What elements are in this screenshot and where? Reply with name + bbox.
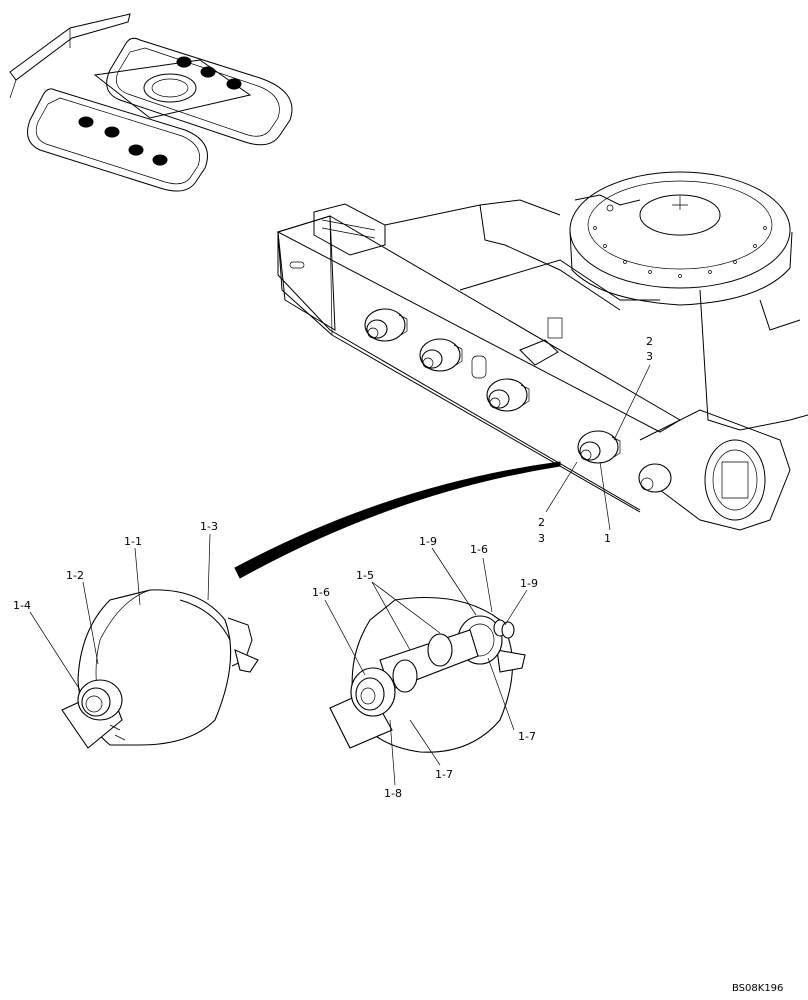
callout-1-8: 1-8 <box>384 787 402 800</box>
callout-1-9-right: 1-9 <box>520 577 538 590</box>
callout-1-7-right: 1-7 <box>518 730 536 743</box>
callout-1-2: 1-2 <box>66 569 84 582</box>
callout-1-4: 1-4 <box>13 599 31 612</box>
callout-1-9-top: 1-9 <box>419 535 437 548</box>
detail-leader-lines <box>29 533 528 786</box>
roller-exploded-left <box>61 589 259 749</box>
track-frame-assembly <box>276 171 808 531</box>
callout-1-6-left: 1-6 <box>312 586 330 599</box>
callout-1: 1 <box>604 532 611 545</box>
callout-3-bottom: 3 <box>538 532 545 545</box>
callout-3-top: 3 <box>646 350 653 363</box>
roller-exploded-right <box>329 596 526 753</box>
track-roller-installed <box>364 308 672 493</box>
callout-labels: 2 3 2 3 1 1-1 1-2 1-3 1-4 1-5 1-6 1-6 1-… <box>13 335 653 800</box>
callout-1-5: 1-5 <box>356 569 374 582</box>
machine-overview-thumbnail <box>9 13 293 192</box>
drawing-reference-code: BS08K196 <box>732 983 784 994</box>
callout-1-1: 1-1 <box>124 535 142 548</box>
callout-1-7-bottom: 1-7 <box>435 768 453 781</box>
callout-2-bottom: 2 <box>538 516 545 529</box>
frame-leader-lines <box>545 364 651 531</box>
callout-2-top: 2 <box>646 335 653 348</box>
callout-1-6-right: 1-6 <box>470 543 488 556</box>
detail-arrow <box>234 461 561 579</box>
callout-1-3: 1-3 <box>200 520 218 533</box>
